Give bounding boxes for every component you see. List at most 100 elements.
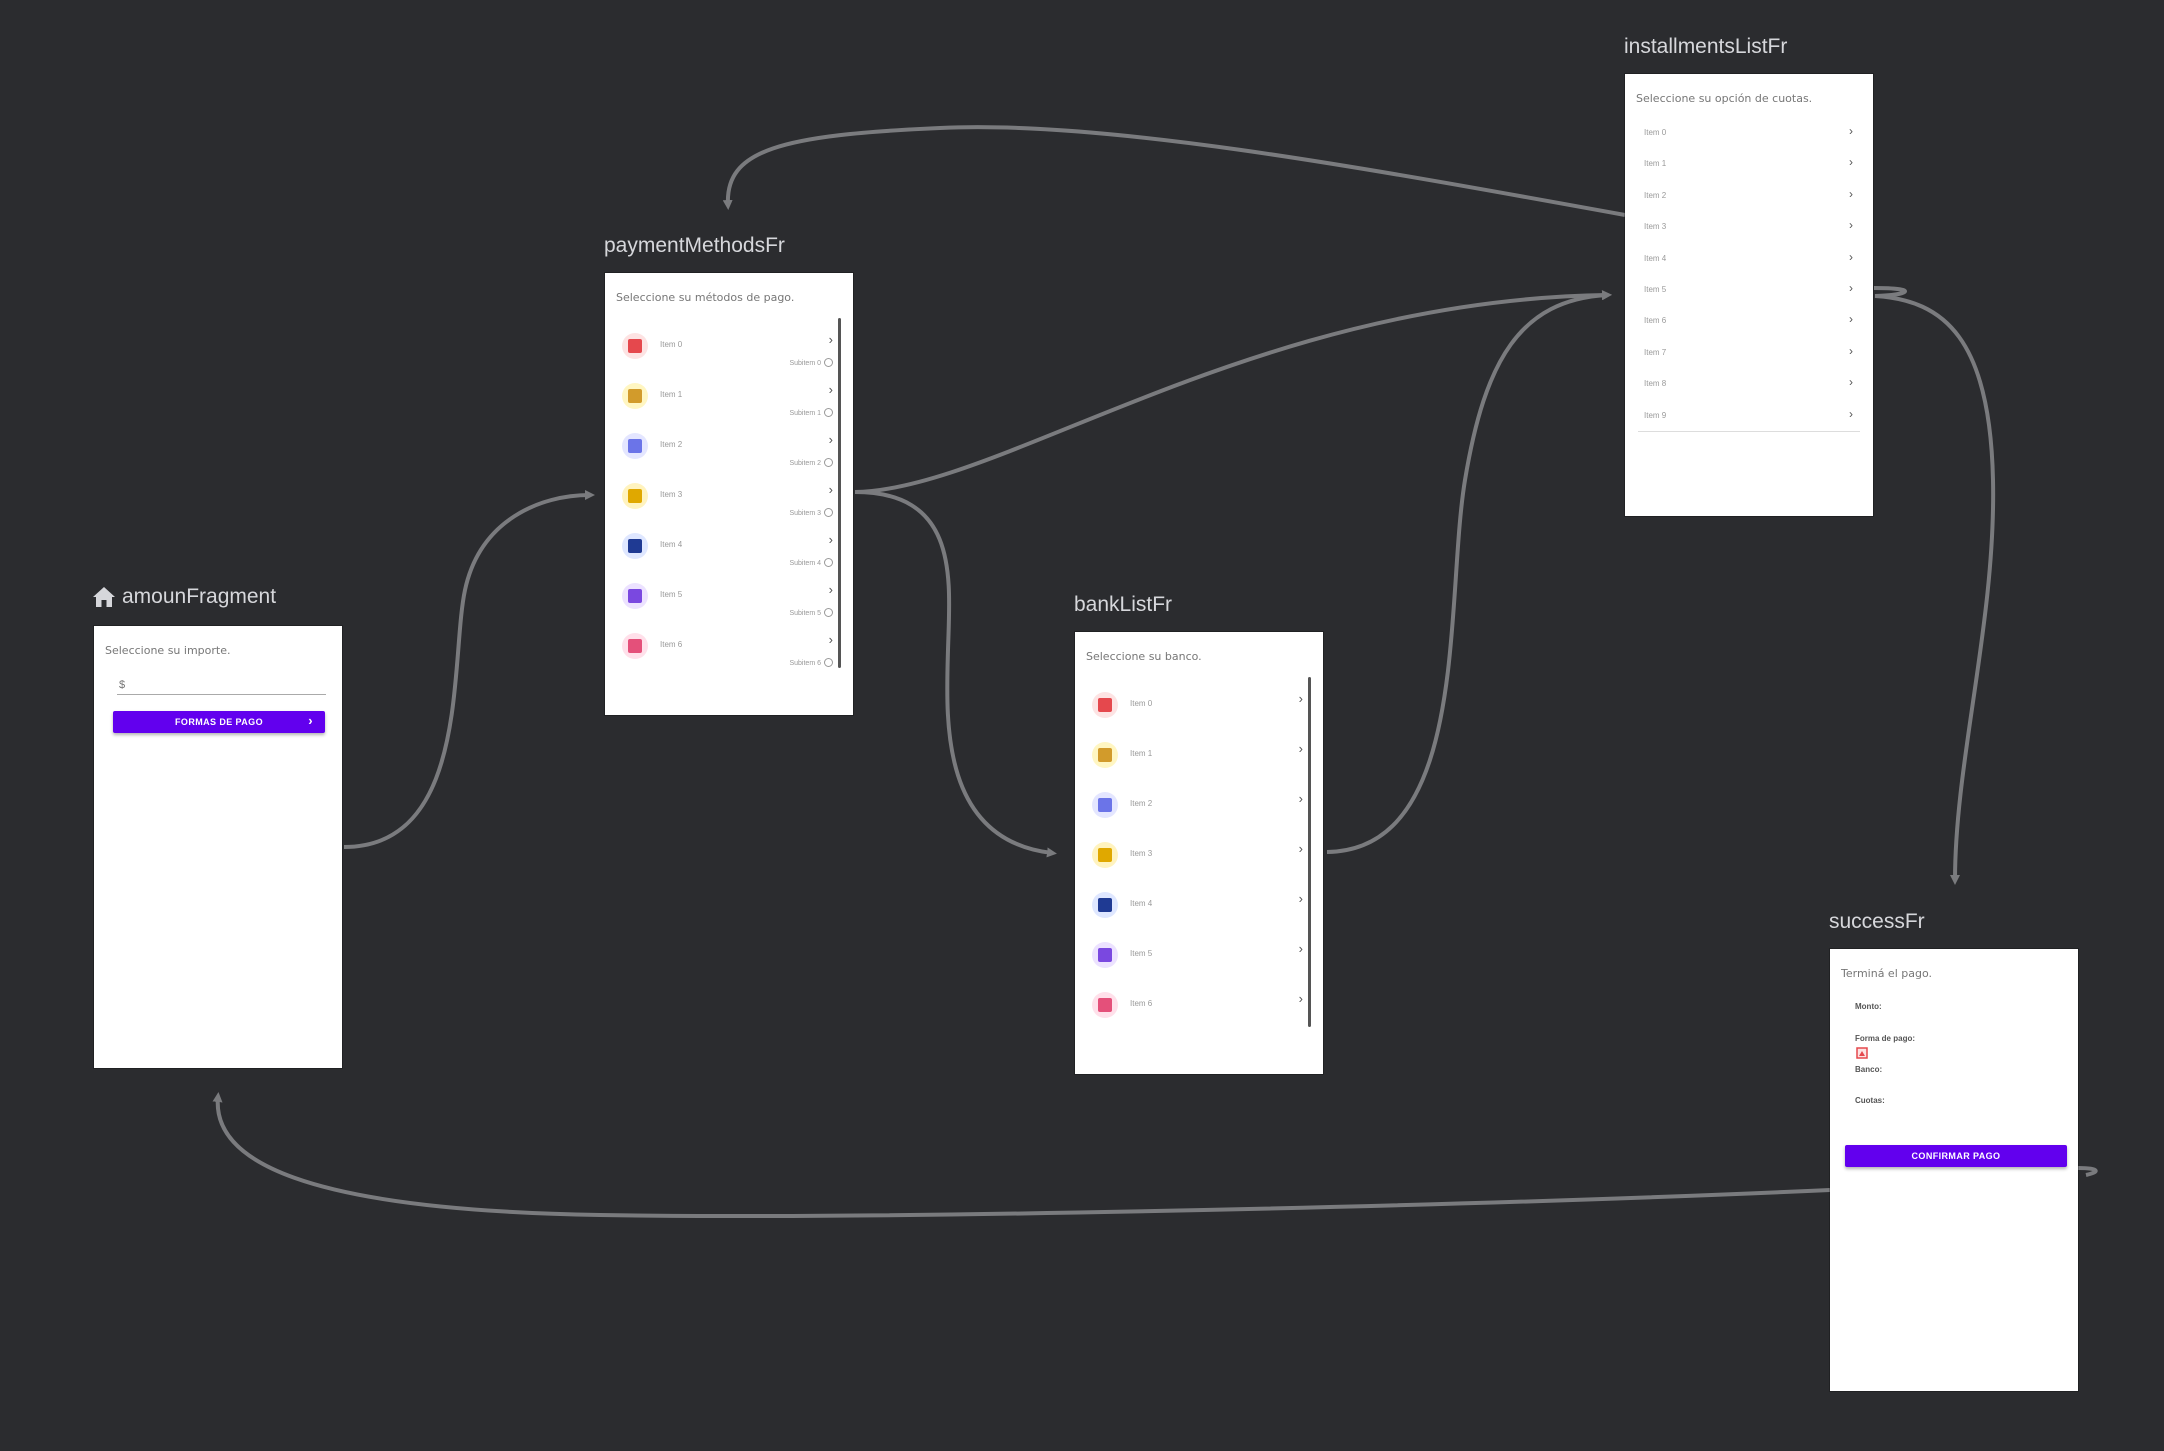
avatar-navy-icon <box>622 533 648 559</box>
list-item[interactable]: Item 2› <box>1625 182 1873 213</box>
avatar-blue-icon <box>1092 792 1118 818</box>
arrow-amount-to-payment-methods <box>343 490 595 849</box>
amount-input[interactable] <box>117 676 326 695</box>
payment-forms-button[interactable]: FORMAS DE PAGO › <box>113 711 325 733</box>
amount-label: Monto: <box>1855 1002 1882 1011</box>
list-item-label: Item 3 <box>660 490 683 499</box>
list-item[interactable]: Item 0›Subitem 0 <box>605 325 853 375</box>
info-icon <box>824 508 833 517</box>
list-item-label: Item 0 <box>1644 128 1667 137</box>
screen-success[interactable]: Terminá el pago. Monto: Forma de pago: B… <box>1830 949 2078 1391</box>
arrow-payment-methods-to-bank-list <box>854 490 1057 858</box>
list-item-subtitle-text: Subitem 2 <box>789 460 821 467</box>
list-item[interactable]: Item 1 › <box>1075 734 1323 784</box>
list-item-label: Item 2 <box>1644 190 1667 200</box>
list-item[interactable]: Item 6› <box>1075 984 1323 1034</box>
chevron-right-icon: › <box>1298 941 1303 956</box>
list-item[interactable]: Item 5›Subitem 5 <box>605 575 853 625</box>
confirm-payment-button[interactable]: CONFIRMAR PAGO <box>1845 1145 2067 1167</box>
screen-title-label: installmentsListFr <box>1624 35 1788 58</box>
list-item[interactable]: Item 5 › <box>1075 934 1323 984</box>
list-item[interactable]: Item 6› <box>1625 307 1873 338</box>
avatar-gold-icon <box>1092 842 1118 868</box>
arrow-success-loop <box>2077 1166 2098 1177</box>
list-item[interactable]: Item 9 › <box>1625 402 1873 433</box>
screen-title-success: successFr <box>1829 910 1925 934</box>
avatar-glyph <box>1098 998 1112 1012</box>
chevron-right-icon: › <box>1849 406 1853 421</box>
list-item[interactable]: Item 3 › Subitem 3 <box>605 475 853 525</box>
avatar-glyph <box>1098 748 1112 762</box>
list-item-label: Item 9 <box>1644 410 1667 420</box>
list-item[interactable]: Item 6›Subitem 6 <box>605 625 853 675</box>
scrollbar[interactable] <box>1308 677 1311 1027</box>
arrow-installments-to-payment-methods <box>722 125 1626 217</box>
list-item[interactable]: Item 2› <box>1075 784 1323 834</box>
list-item-label: Item 2 <box>1130 799 1153 808</box>
list-item[interactable]: Item 0› <box>1625 119 1873 150</box>
bank-label: Banco: <box>1855 1065 1883 1074</box>
installments-label: Cuotas: <box>1855 1096 1885 1105</box>
avatar-blue-icon <box>622 433 648 459</box>
divider <box>1638 431 1860 432</box>
arrow-success-to-amount <box>212 1092 1831 1218</box>
payment-methods-prompt: Seleccione su métodos de pago. <box>616 291 795 304</box>
list-item[interactable]: Item 4› <box>1625 245 1873 276</box>
list-item-label: Item 1 <box>1644 159 1667 169</box>
avatar-yellow-icon <box>622 383 648 409</box>
info-icon <box>824 658 833 667</box>
chevron-right-icon: › <box>1298 991 1303 1006</box>
list-item-label: Item 5 <box>1130 949 1153 958</box>
list-item[interactable]: Item 4 › <box>1075 884 1323 934</box>
info-icon <box>824 608 833 617</box>
list-item[interactable]: Item 4›Subitem 4 <box>605 525 853 575</box>
list-item-label: Item 3 <box>1130 849 1153 858</box>
list-item-label: Item 4 <box>1130 899 1153 908</box>
scrollbar[interactable] <box>838 318 841 668</box>
screen-installments[interactable]: Seleccione su opción de cuotas. Item 0›I… <box>1625 74 1873 516</box>
avatar-glyph <box>628 339 642 353</box>
list-item[interactable]: Item 2›Subitem 2 <box>605 425 853 475</box>
info-icon <box>824 408 833 417</box>
list-item[interactable]: Item 1›Subitem 1 <box>605 375 853 425</box>
screen-title-label: amounFragment <box>122 585 277 608</box>
screen-title-label: paymentMethodsFr <box>604 234 785 257</box>
arrow-payment-methods-to-installments <box>854 290 1612 494</box>
list-item[interactable]: Item 3› <box>1625 213 1873 244</box>
avatar-glyph <box>1098 848 1112 862</box>
screen-title-payment-methods: paymentMethodsFr <box>604 234 785 258</box>
list-item[interactable]: Item 7› <box>1625 339 1873 370</box>
list-item[interactable]: Item 5› <box>1625 276 1873 307</box>
confirm-payment-button-label: CONFIRMAR PAGO <box>1911 1151 2001 1161</box>
chevron-right-icon: › <box>1298 741 1303 756</box>
list-item[interactable]: Item 0› <box>1075 684 1323 734</box>
list-item-subtitle-text: Subitem 3 <box>789 510 821 517</box>
chevron-right-icon: › <box>1298 891 1303 906</box>
list-item[interactable]: Item 1› <box>1625 150 1873 181</box>
list-item-label: Item 4 <box>660 540 683 549</box>
list-item-label: Item 6 <box>1644 316 1667 326</box>
list-item[interactable]: Item 3› <box>1075 834 1323 884</box>
avatar-glyph <box>628 489 642 503</box>
screen-amount[interactable]: Seleccione su importe. FORMAS DE PAGO › <box>94 626 342 1068</box>
avatar-pink-icon <box>622 633 648 659</box>
screen-payment-methods[interactable]: Seleccione su métodos de pago. Item 0›Su… <box>605 273 853 715</box>
screen-bank-list[interactable]: Seleccione su banco. Item 0›Item 1›Item … <box>1075 632 1323 1074</box>
chevron-right-icon: › <box>1849 281 1853 295</box>
avatar-purple-icon <box>622 583 648 609</box>
chevron-right-icon: › <box>1849 375 1853 390</box>
list-item-subtitle-text: Subitem 1 <box>789 410 821 417</box>
list-item-label: Item 8 <box>1644 379 1667 389</box>
list-item-subtitle: Subitem 3 <box>789 508 833 517</box>
list-item[interactable]: Item 8 › <box>1625 370 1873 401</box>
chevron-right-icon: › <box>828 482 833 497</box>
info-icon <box>824 558 833 567</box>
avatar-pink-icon <box>1092 992 1118 1018</box>
chevron-right-icon: › <box>1849 249 1853 264</box>
list-item-label: Item 1 <box>1130 749 1153 758</box>
list-item-subtitle-text: Subitem 4 <box>789 560 821 567</box>
list-item-subtitle: Subitem 4 <box>789 558 833 567</box>
list-item-label: Item 0 <box>660 340 683 349</box>
avatar-purple-icon <box>1092 942 1118 968</box>
